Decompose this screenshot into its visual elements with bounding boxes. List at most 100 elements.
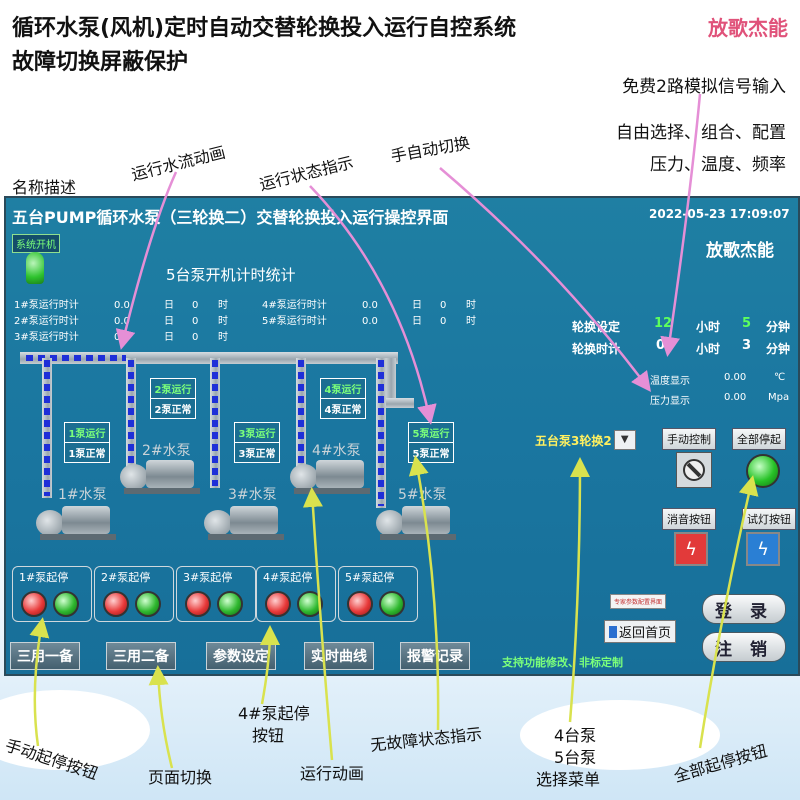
hmi-panel: 五台PUMP循环水泵（三轮换二）交替轮换投入运行操控界面 2022-05-23 … (4, 196, 800, 676)
temp-label: 温度显示 (650, 376, 690, 387)
manual-control-button[interactable]: 手动控制 (662, 428, 716, 450)
pump4-start-button[interactable] (297, 591, 323, 617)
pump5-ok-indicator: 5泵正常 (412, 449, 450, 460)
rotation-minutes-input[interactable]: 5 (742, 316, 752, 331)
pump2-run-indicator: 2泵运行 (151, 379, 195, 399)
pump2-start-stop-label: 2#泵起停 (101, 571, 151, 584)
pressure-value: 0.00 (724, 392, 747, 403)
nav-three-two-spare[interactable]: 三用二备 (106, 642, 176, 670)
rotation-setting-label: 轮换设定 (572, 320, 621, 334)
page-title: 循环水泵(风机)定时自动交替轮换投入运行自控系统 (12, 16, 517, 41)
custom-note: 支持功能修改、非标定制 (502, 656, 623, 669)
pump4-label: 4#水泵 (312, 443, 361, 459)
annotation-run-anim: 运行动画 (300, 764, 365, 783)
note-sensors: 压力、温度、频率 (650, 155, 786, 175)
home-icon (609, 625, 617, 638)
pump1-label: 1#水泵 (58, 487, 107, 503)
water-flow-animation (212, 360, 218, 486)
outlet-pipe (384, 398, 414, 408)
minutes-unit: 分钟 (766, 320, 791, 334)
pump4-run-indicator: 4泵运行 (321, 379, 365, 399)
cloud-decoration (0, 690, 150, 770)
pump3-start-stop-label: 3#泵起停 (183, 571, 233, 584)
pump3-run-indicator: 3泵运行 (235, 423, 279, 443)
system-indicator-icon (26, 252, 44, 284)
mute-icon[interactable]: ϟ (674, 532, 708, 566)
water-flow-animation (26, 355, 126, 361)
mode-select-value: 五台泵3轮换2 (535, 433, 612, 448)
pump5-run-indicator: 5泵运行 (409, 423, 453, 443)
water-flow-animation (378, 360, 384, 506)
pump1-icon (36, 506, 116, 540)
pump1-stop-button[interactable] (21, 591, 47, 617)
temp-unit: ℃ (774, 372, 786, 383)
pump1-ok-indicator: 1泵正常 (68, 449, 106, 460)
note-config: 自由选择、组合、配置 (616, 123, 786, 143)
pump1-status: 1泵运行 1泵正常 (64, 422, 110, 463)
lamp-test-icon[interactable]: ϟ (746, 532, 780, 566)
all-start-stop-lamp[interactable] (746, 454, 780, 488)
temp-value: 0.00 (724, 372, 747, 383)
annotation-no-fault: 无故障状态指示 (369, 724, 483, 755)
all-start-stop-button[interactable]: 全部停起 (732, 428, 786, 450)
pump2-label: 2#水泵 (142, 443, 191, 459)
nav-alarm-log[interactable]: 报警记录 (400, 642, 470, 670)
mute-button[interactable]: 消音按钮 (662, 508, 716, 530)
annotation-pump4-l1: 4#泵起停 (238, 704, 310, 723)
pump4-icon (290, 460, 370, 494)
rotation-timer-label: 轮换时计 (572, 342, 621, 356)
panel-brand: 放歌杰能 (706, 241, 774, 261)
pump3-start-button[interactable] (217, 591, 243, 617)
pump2-start-button[interactable] (135, 591, 161, 617)
rotation-hours-input[interactable]: 12 (654, 316, 673, 331)
minutes-unit: 分钟 (766, 342, 791, 356)
annotation-flow-anim: 运行水流动画 (129, 142, 228, 185)
pump2-icon (120, 460, 200, 494)
hours-unit: 小时 (696, 342, 721, 356)
timer-minutes: 3 (742, 338, 752, 353)
nav-params[interactable]: 参数设定 (206, 642, 276, 670)
pump1-start-stop-label: 1#泵起停 (19, 571, 69, 584)
pump2-ok-indicator: 2泵正常 (154, 405, 192, 416)
nav-three-one-spare[interactable]: 三用一备 (10, 642, 80, 670)
annotation-menu-l2: 5台泵 (554, 748, 597, 767)
pump3-label: 3#水泵 (228, 487, 277, 503)
pump5-icon (376, 506, 456, 540)
lamp-test-button[interactable]: 试灯按钮 (742, 508, 796, 530)
pump1-start-stop-group: 1#泵起停 (12, 566, 92, 622)
note-analog-input: 免费2路模拟信号输入 (622, 77, 786, 97)
water-flow-animation (128, 360, 134, 476)
manual-auto-switch-icon[interactable] (676, 452, 712, 488)
pump3-ok-indicator: 3泵正常 (238, 449, 276, 460)
annotation-run-status: 运行状态指示 (257, 152, 356, 195)
pump5-stop-button[interactable] (347, 591, 373, 617)
pump5-start-stop-group: 5#泵起停 (338, 566, 418, 622)
pump4-stop-button[interactable] (265, 591, 291, 617)
mode-select[interactable]: 五台泵3轮换2 ▼ (535, 430, 636, 450)
logout-button[interactable]: 注 销 (702, 632, 786, 662)
expert-config-button[interactable]: 专家参数配置界面 (610, 594, 667, 609)
chevron-down-icon[interactable]: ▼ (613, 430, 636, 450)
datetime: 2022-05-23 17:09:07 (649, 207, 790, 221)
nav-realtime-curve[interactable]: 实时曲线 (304, 642, 374, 670)
home-button[interactable]: 返回首页 (604, 620, 677, 643)
pump3-stop-button[interactable] (185, 591, 211, 617)
cloud-decoration (520, 700, 720, 770)
pump5-start-button[interactable] (379, 591, 405, 617)
annotation-menu-l1: 4台泵 (554, 726, 597, 745)
water-flow-animation (298, 360, 304, 476)
pump4-ok-indicator: 4泵正常 (324, 405, 362, 416)
system-on-badge: 系统开机 (12, 234, 60, 253)
annotation-manual-auto: 手自动切换 (389, 133, 472, 166)
annotation-page-switch: 页面切换 (148, 768, 213, 787)
runtime-stats-title: 5台泵开机计时统计 (166, 266, 296, 284)
pump2-stop-button[interactable] (103, 591, 129, 617)
login-button[interactable]: 登 录 (702, 594, 786, 624)
pump1-start-button[interactable] (53, 591, 79, 617)
pump2-start-stop-group: 2#泵起停 (94, 566, 174, 622)
pump5-status: 5泵运行 5泵正常 (408, 422, 454, 463)
